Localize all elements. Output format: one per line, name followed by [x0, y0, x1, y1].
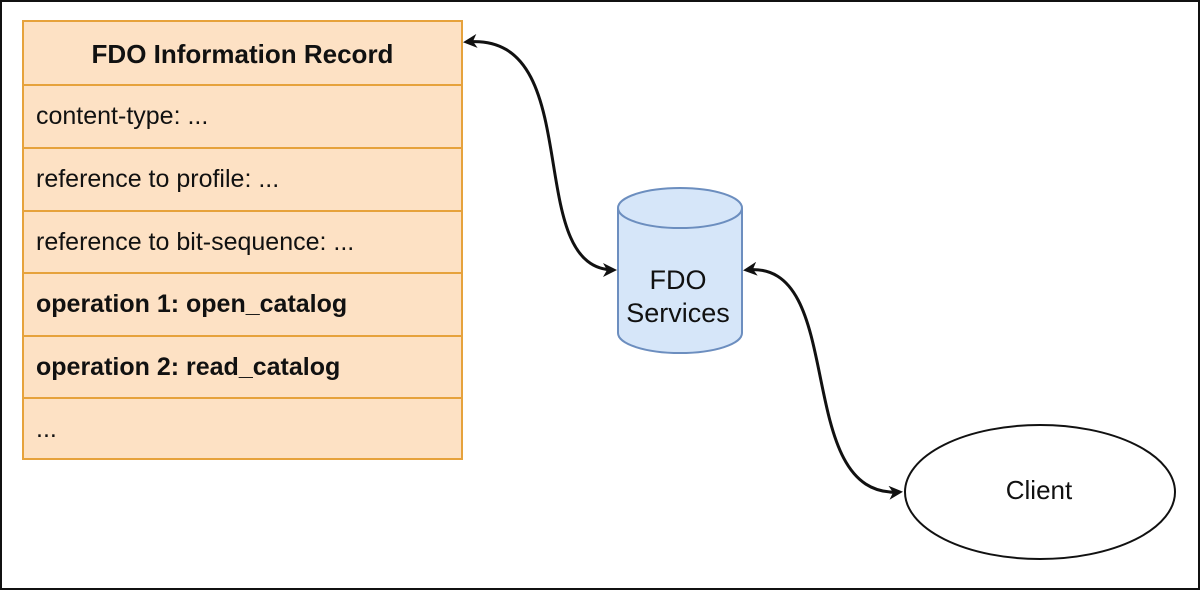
services-client-connector [743, 261, 903, 500]
record-row-profile-reference: reference to profile: ... [24, 147, 461, 210]
record-row-content-type: content-type: ... [24, 84, 461, 147]
record-title: FDO Information Record [91, 38, 394, 69]
client-label: Client [1005, 475, 1073, 505]
fdo-services-cylinder [617, 187, 743, 354]
record-row-operation-1: operation 1: open_catalog [24, 272, 461, 335]
record-row-operation-2: operation 2: read_catalog [24, 335, 461, 398]
record-row-bit-sequence-reference: reference to bit-sequence: ... [24, 210, 461, 273]
fdo-information-record: FDO Information Record content-type: ...… [22, 20, 463, 460]
cylinder-body [617, 208, 743, 354]
fdo-services-label-line1: FDO [649, 265, 707, 295]
record-services-connector [463, 33, 617, 277]
cylinder-top [617, 187, 743, 229]
fdo-services-label: FDO Services [612, 264, 744, 330]
record-row-more: ... [24, 397, 461, 460]
fdo-services-label-line2: Services [626, 298, 730, 328]
client-ellipse [904, 424, 1176, 560]
